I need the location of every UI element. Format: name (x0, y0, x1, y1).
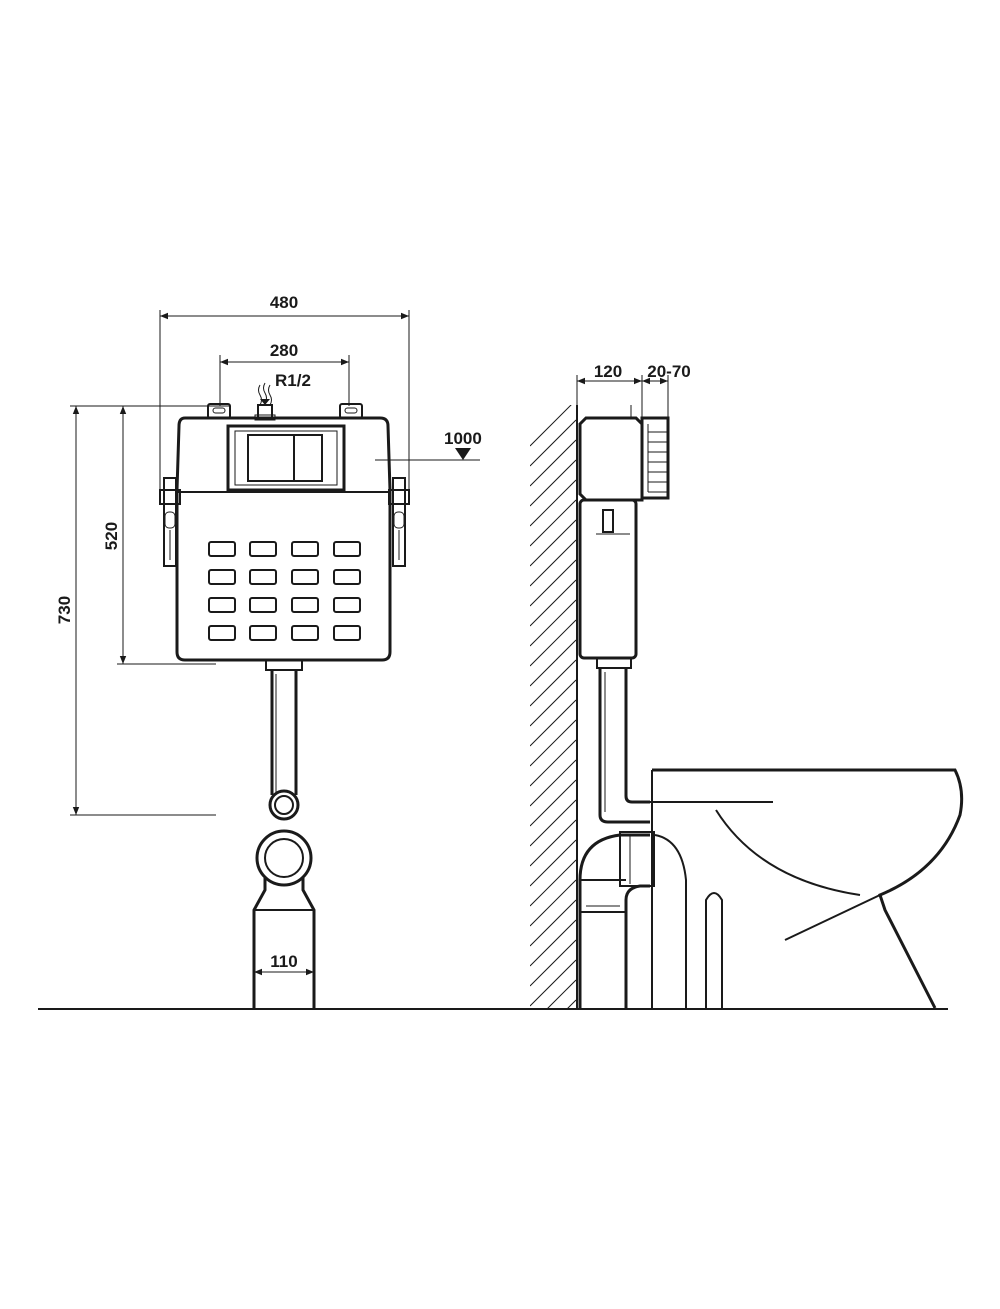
cistern-body-side (578, 405, 644, 669)
hatch-line (530, 539, 576, 587)
side-bracket-right (388, 477, 410, 567)
rib-cell (291, 541, 319, 557)
rib-cell (333, 625, 361, 641)
dim-120: 120 (576, 362, 643, 420)
hatch-line (530, 839, 576, 887)
hatch-line (530, 679, 576, 727)
dim-480: 480 (159, 293, 410, 505)
hatch-line (530, 479, 576, 527)
hatch-line (530, 405, 572, 447)
side-bracket-left (159, 477, 181, 567)
level-1000: 1000 (375, 429, 482, 461)
rib-grid (208, 541, 361, 641)
level-1000-label: 1000 (444, 429, 482, 448)
dim-480-label: 480 (270, 293, 298, 312)
rib-cell (208, 625, 236, 641)
inlet-thread-label: R1/2 (275, 371, 311, 390)
rib-cell (291, 597, 319, 613)
rib-cell (249, 625, 277, 641)
hatch-line (530, 499, 576, 547)
hatch-line (530, 759, 576, 807)
rib-cell (249, 541, 277, 557)
drain-connector-front (252, 829, 316, 1008)
rib-cell (208, 597, 236, 613)
flush-plate (226, 424, 346, 492)
hatch-line (530, 739, 576, 787)
rib-cell (208, 569, 236, 585)
drain-bend-side (578, 831, 655, 1008)
hatch-line (530, 719, 576, 767)
hatch-line (530, 919, 576, 967)
hatch-line (530, 659, 576, 707)
hatch-line (547, 979, 576, 1008)
flush-pipe-side (598, 668, 650, 824)
level-marker-icon (455, 448, 471, 460)
hatch-line (530, 439, 576, 487)
hatch-line (530, 599, 576, 647)
rib-cell (333, 597, 361, 613)
hatch-line (530, 419, 576, 467)
hatch-line (530, 819, 576, 867)
dim-730: 730 (55, 405, 230, 816)
rib-cell (291, 625, 319, 641)
rib-cell (291, 569, 319, 585)
hatch-line (530, 939, 576, 987)
dim-280: 280 (219, 341, 350, 406)
hatch-line (530, 459, 576, 507)
toilet-bowl-side (640, 768, 964, 1009)
hatch-line (530, 799, 576, 847)
hatch-line (530, 619, 576, 667)
cistern-body-front (175, 416, 392, 662)
hatch-line (530, 519, 576, 567)
flush-pipe-front (265, 659, 303, 821)
water-inlet-icon (254, 382, 276, 421)
top-bracket-right (339, 403, 363, 419)
hatch-line (530, 779, 576, 827)
rib-cell (333, 569, 361, 585)
hatch-line (530, 1040, 576, 1086)
dim-520-label: 520 (102, 522, 121, 550)
hatch-line (530, 559, 576, 607)
rib-cell (208, 541, 236, 557)
hatch-line (530, 879, 576, 927)
front-view: 480 280 R1/2 730 520 1000 (55, 293, 482, 1008)
dim-520: 520 (102, 406, 216, 665)
hatch-line (530, 899, 576, 947)
dim-730-label: 730 (55, 596, 74, 624)
side-view: 120 20-70 (530, 362, 964, 1086)
dim-110-label: 110 (270, 952, 297, 971)
dim-120-label: 120 (594, 362, 622, 381)
wall-hatch (530, 405, 578, 1086)
dim-110: 110 (254, 952, 314, 976)
flush-plate-side (640, 416, 670, 500)
hatch-line (530, 579, 576, 627)
rib-cell (249, 597, 277, 613)
dim-20-70-label: 20-70 (647, 362, 690, 381)
hatch-line (567, 999, 576, 1008)
hatch-line (530, 639, 576, 687)
dim-20-70: 20-70 (642, 362, 691, 420)
rib-cell (333, 541, 361, 557)
rib-cell (249, 569, 277, 585)
dim-280-label: 280 (270, 341, 298, 360)
hatch-line (530, 699, 576, 747)
hatch-line (530, 1020, 576, 1066)
hatch-line (530, 859, 576, 907)
hatch-line (530, 959, 576, 1007)
